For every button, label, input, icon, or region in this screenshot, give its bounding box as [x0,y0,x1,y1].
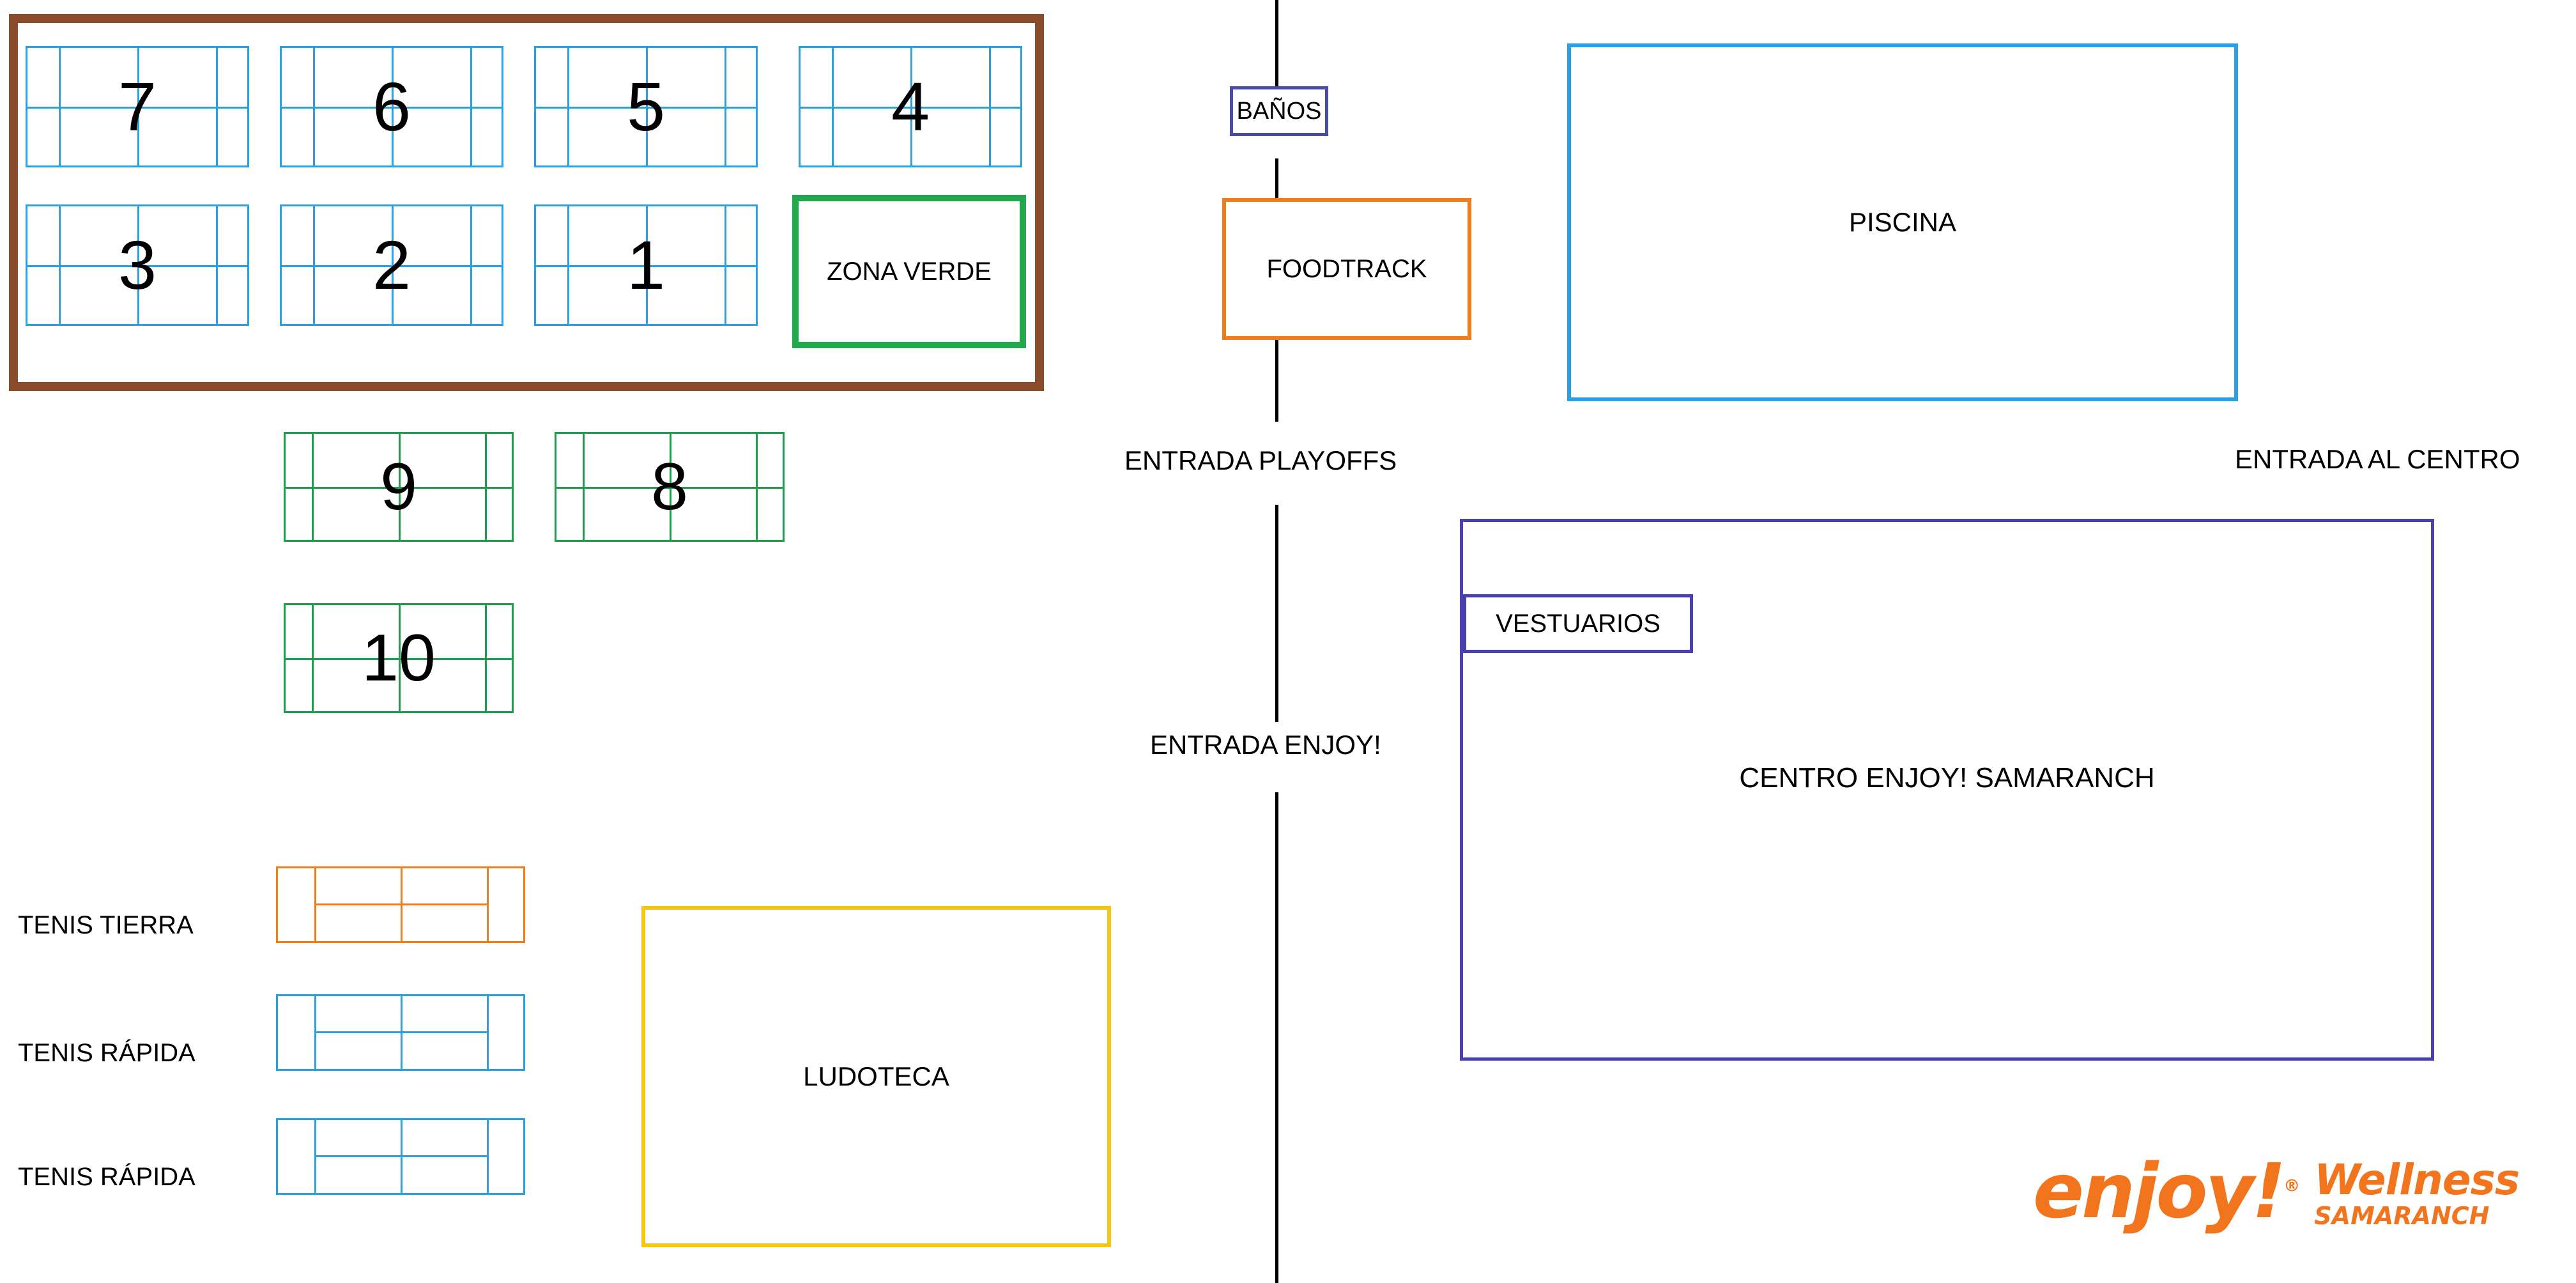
doubles-alley-right [487,866,489,943]
service-line [314,1155,487,1157]
tenis-rapida-2-label: TENIS RÁPIDA [18,1163,195,1191]
padel-court-8[interactable]: 8 [555,432,785,542]
vestuarios-label: VESTUARIOS [1496,609,1660,638]
tennis-court-hard-2[interactable] [276,1118,525,1195]
path-segment-playoffs-enjoy [1275,505,1278,722]
center-service-line [399,432,401,542]
zona-verde-area[interactable]: ZONA VERDE [792,195,1026,348]
center-service-line [670,432,671,542]
path-segment-foodtrack-playoffs [1275,339,1278,422]
tennis-court-hard-1[interactable] [276,994,525,1071]
padel-court-10[interactable]: 10 [284,603,514,713]
wellness-samaranch-lockup: Wellness SAMARANCH [2314,1155,2520,1230]
samaranch-text: SAMARANCH [2314,1202,2490,1230]
padel-enclosure [9,14,1044,391]
enjoy-brand-wordmark: enjoy!® [2033,1153,2300,1229]
padel-court-9[interactable]: 9 [284,432,514,542]
zona-verde-label: ZONA VERDE [827,257,992,286]
center-service-line [137,46,139,167]
registered-trademark-icon: ® [2283,1176,2300,1196]
center-service-line [399,603,401,713]
padel-court-4[interactable]: 4 [799,46,1022,167]
tennis-court-clay[interactable] [276,866,525,943]
banos-label: BAÑOS [1236,97,1322,125]
tenis-rapida-1-label: TENIS RÁPIDA [18,1039,195,1067]
piscina-label: PISCINA [1848,207,1957,237]
doubles-alley-right [487,1118,489,1195]
padel-court-3[interactable]: 3 [26,204,249,326]
banos-area[interactable]: BAÑOS [1230,86,1328,136]
ludoteca-area[interactable]: LUDOTECA [641,906,1111,1247]
centro-enjoy-samaranch-label: CENTRO ENJOY! SAMARANCH [1739,762,2155,794]
entrada-enjoy-label: ENTRADA ENJOY! [1150,730,1381,760]
enjoy-brand-text: enjoy! [2033,1147,2286,1235]
center-service-line [137,204,139,326]
entrada-al-centro-label: ENTRADA AL CENTRO [2235,444,2520,474]
center-service-line [646,204,648,326]
path-segment-top [1275,0,1278,115]
path-segment-bottom [1275,792,1278,1283]
ludoteca-label: LUDOTECA [803,1061,949,1091]
foodtrack-area[interactable]: FOODTRACK [1222,198,1471,340]
wellness-text: Wellness [2314,1155,2520,1204]
service-line [314,903,487,905]
foodtrack-label: FOODTRACK [1266,254,1427,283]
tenis-tierra-label: TENIS TIERRA [18,911,194,939]
center-service-line [392,46,394,167]
doubles-alley-right [487,994,489,1071]
entrada-playoffs-label: ENTRADA PLAYOFFS [1124,445,1397,475]
padel-court-6[interactable]: 6 [280,46,503,167]
padel-court-7[interactable]: 7 [26,46,249,167]
center-service-line [392,204,394,326]
vestuarios-area[interactable]: VESTUARIOS [1463,594,1693,653]
path-segment-banos-foodtrack [1275,158,1278,203]
padel-court-5[interactable]: 5 [534,46,758,167]
piscina-area[interactable]: PISCINA [1567,43,2238,401]
padel-court-1[interactable]: 1 [534,204,758,326]
enjoy-wellness-logo: enjoy!® Wellness SAMARANCH [2033,1153,2520,1230]
center-service-line [646,46,648,167]
padel-court-2[interactable]: 2 [280,204,503,326]
service-line [314,1031,487,1033]
center-service-line [910,46,912,167]
